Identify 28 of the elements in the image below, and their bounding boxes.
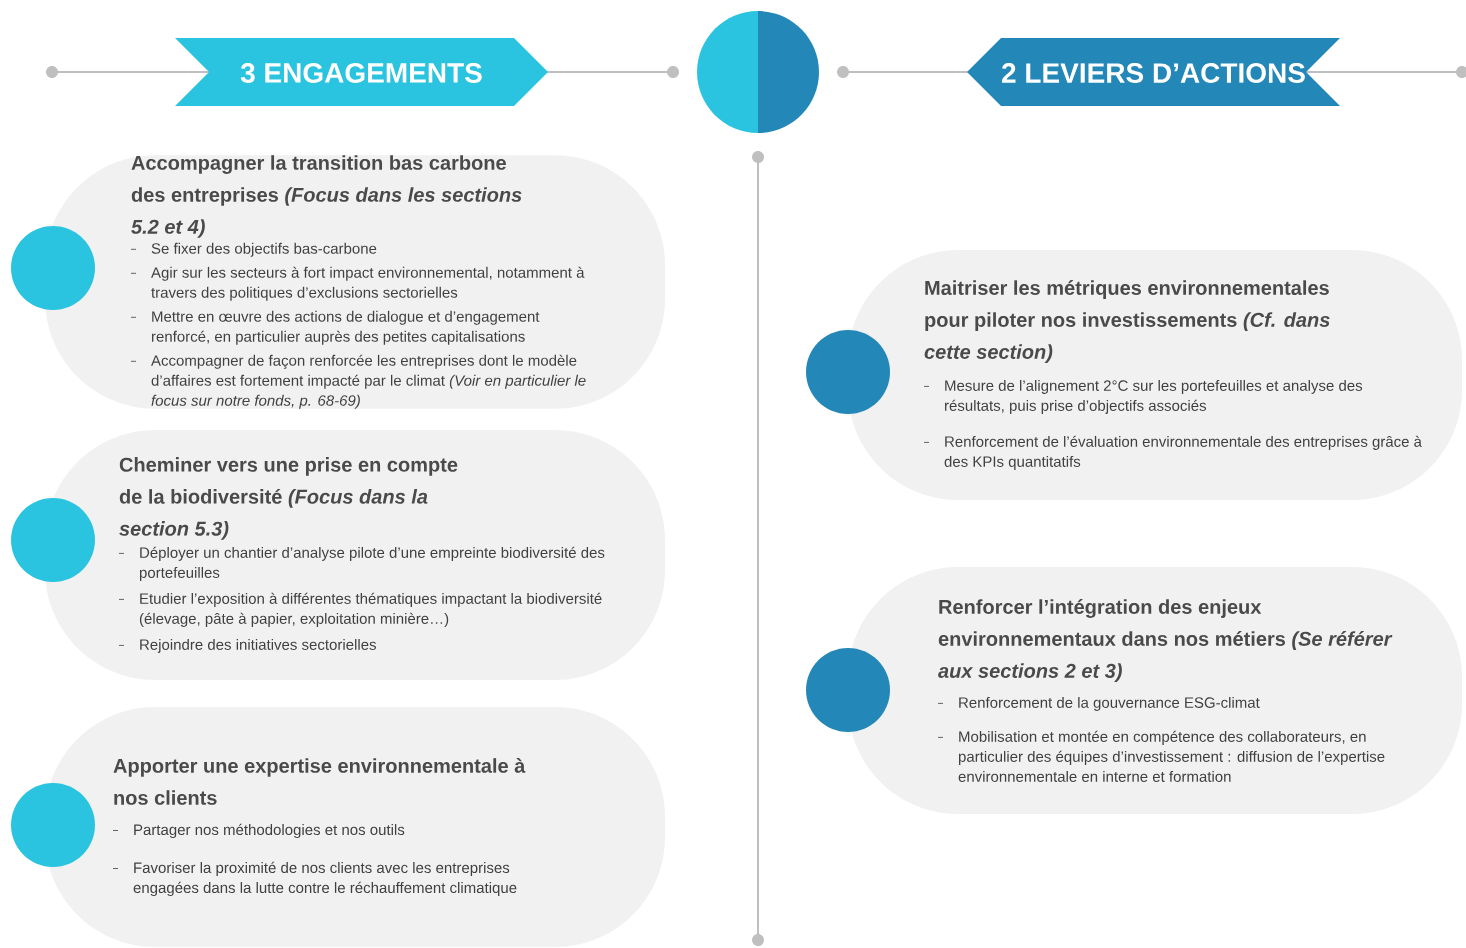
card-heading: Renforcer l’intégration des enjeux environnementaux dans nos métiers (Se référer aux sections 2 et 3) bbox=[938, 599, 1393, 682]
bullet-text: Partager nos méthodologies et nos outils bbox=[112, 823, 405, 838]
bullet-text: Renforcement de l’évaluation environnementale des entreprises grâce à des KPIs quantitatifs bbox=[923, 435, 1422, 470]
bullet-text: Renforcement de la gouvernance ESG-climat bbox=[937, 696, 1260, 711]
bullet-text: Rejoindre des initiatives sectorielles bbox=[118, 638, 376, 653]
bullet-text: Mobilisation et montée en compétence des collaborateurs, en particulier des équipes d’investissement : diffusion de l’expertise environnementale en interne et formation bbox=[937, 730, 1385, 782]
bullet-text: Se fixer des objectifs bas-carbone bbox=[130, 242, 377, 257]
ribbon-banner: 3 ENGAGEMENTS bbox=[175, 38, 548, 106]
circle-marker bbox=[806, 330, 890, 414]
card-heading: Apporter une expertise environnementale à nos clients bbox=[113, 758, 526, 805]
card-heading: Maitriser les métriques environnementales pour piloter nos investissements (Cf. dans cette section) bbox=[924, 280, 1330, 363]
bullet-text: Agir sur les secteurs à fort impact environnemental, notamment à travers des politiques d’exclusions sectorielles bbox=[130, 266, 585, 301]
card-heading: Cheminer vers une prise en compte de la biodiversité (Focus dans la section 5.3) bbox=[119, 457, 458, 540]
bullet-text: Mettre en œuvre des actions de dialogue et d’engagement renforcé, en particulier auprès des petites capitalisations bbox=[130, 310, 540, 345]
rounded-card bbox=[848, 250, 1462, 500]
ribbon-banner: 2 LEVIERS D’ACTIONS bbox=[967, 38, 1340, 106]
rounded-card bbox=[45, 430, 665, 680]
bullet-text: Etudier l’exposition à différentes thématiques impactant la biodiversité (élevage, pâte à papier, exploitation minière…) bbox=[118, 592, 602, 627]
card-heading: Accompagner la transition bas carbone des entreprises (Focus dans les sections 5.2 et 4) bbox=[131, 155, 522, 238]
circle-marker bbox=[11, 498, 95, 582]
bullet-text: Accompagner de façon renforcée les entreprises dont le modèle d’affaires est fortement impacté par le climat (Voir en particulier le focus sur notre fonds, p. 68-69) bbox=[130, 354, 586, 409]
circle-marker bbox=[806, 648, 890, 732]
bullet-text: Mesure de l’alignement 2°C sur les portefeuilles et analyse des résultats, puis prise d’objectifs associés bbox=[923, 379, 1363, 414]
circle-marker bbox=[11, 783, 95, 867]
circle-marker bbox=[11, 226, 95, 310]
rounded-card bbox=[45, 155, 665, 409]
bullet-text: Favoriser la proximité de nos clients avec les entreprises engagées dans la lutte contre le réchauffement climatique bbox=[112, 861, 517, 896]
bullet-text: Déployer un chantier d’analyse pilote d’une empreinte biodiversité des portefeuilles bbox=[118, 546, 605, 581]
